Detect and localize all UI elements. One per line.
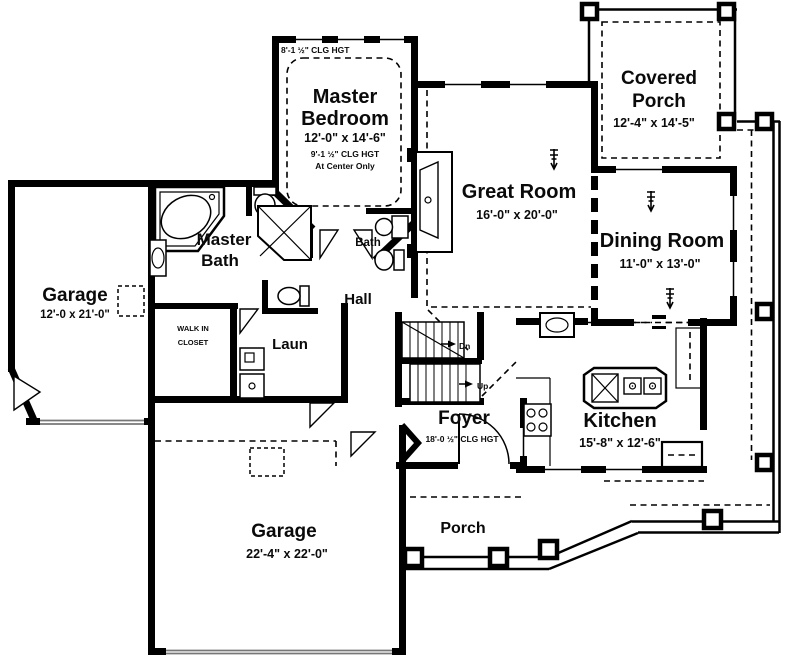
toilet (374, 249, 405, 271)
kitchen-label: Kitchen (583, 410, 656, 432)
master-bath-label: Master (197, 230, 252, 249)
master-bedroom-dims: 12'-0" x 14'-6" (304, 131, 386, 145)
range (516, 377, 552, 466)
counter (675, 327, 704, 389)
great-room-dims: 16'-0" x 20'-0" (476, 208, 558, 222)
porch-post (754, 452, 775, 473)
hall-label: Hall (344, 291, 372, 308)
toilet (277, 285, 310, 307)
walk-in-closet-label: CLOSET (178, 338, 209, 347)
attic-access (249, 447, 285, 477)
side-garage-dims: 12'-0 x 21'-0" (40, 309, 110, 321)
porch-front (401, 480, 779, 571)
master-bedroom-label: Bedroom (301, 108, 389, 130)
porch-post (579, 1, 600, 22)
master-bedroom-label: Master (313, 86, 378, 108)
master-bedroom-ceiling: 9'-1 ½" CLG HGT (311, 149, 380, 159)
porch-post (716, 111, 737, 132)
laundry-label: Laun (272, 336, 308, 353)
garage-entry-door (350, 431, 377, 458)
porch-label: Porch (440, 520, 485, 537)
kitchen-sink (539, 312, 575, 338)
ceiling-symbol (549, 148, 559, 170)
porch-post (754, 301, 775, 322)
porch-post (716, 1, 737, 22)
bedroom-ceiling-break (286, 57, 402, 207)
bedroom-double-door (352, 229, 373, 261)
walk-in-closet-label: WALK IN (177, 324, 209, 333)
front-door (458, 413, 510, 465)
doors (13, 229, 510, 465)
garage-service-door (13, 374, 42, 412)
kitchen-dims: 15'-8" x 12'-6" (579, 436, 661, 450)
fixtures (149, 148, 704, 469)
porch-post (754, 111, 775, 132)
porch-post (701, 508, 724, 531)
covered-porch-dims: 12'-4" x 14'-5" (613, 116, 695, 130)
stairs-down-label: Dn (459, 341, 470, 351)
side-garage-label: Garage (42, 285, 107, 306)
stairs-up-label: Up (477, 381, 488, 391)
sink (374, 215, 409, 239)
labels: 8'-1 ½" CLG HGT Master Bedroom 12'-0" x … (40, 45, 724, 561)
bedroom-edge-ceiling-note: 8'-1 ½" CLG HGT (281, 45, 350, 55)
porch-post (537, 538, 560, 561)
covered-porch-label: Porch (632, 91, 686, 112)
great-room-label: Great Room (462, 181, 576, 203)
main-garage-label: Garage (251, 521, 316, 542)
master-bath-label: Bath (201, 251, 239, 270)
ceiling-symbol (665, 287, 675, 309)
bedroom-double-door (319, 229, 340, 261)
washer-dryer (239, 347, 265, 399)
main-garage-dims: 22'-4" x 22'-0" (246, 547, 328, 561)
shower (257, 205, 312, 261)
porch-post (402, 546, 425, 569)
windows (40, 36, 737, 655)
kitchen-island (582, 366, 668, 410)
fireplace (407, 148, 453, 258)
attic-access (117, 285, 145, 317)
wrap-porch-right (737, 111, 781, 533)
foyer-label: Foyer (438, 408, 490, 429)
staircase (401, 321, 482, 403)
bath-label: Bath (355, 237, 381, 249)
refrigerator (660, 440, 704, 469)
walls (7, 36, 737, 655)
foyer-ceiling-note: 18'-0 ½" CLG HGT (425, 434, 499, 444)
porch-post (487, 546, 510, 569)
laundry-door (309, 402, 336, 429)
closet-door (239, 308, 260, 336)
dining-room-label: Dining Room (600, 230, 724, 252)
dining-room-dims: 11'-0" x 13'-0" (619, 257, 700, 271)
covered-porch-label: Covered (621, 68, 697, 89)
master-bedroom-ceiling-note: At Center Only (315, 161, 375, 171)
ceiling-symbol (646, 190, 656, 212)
sink (149, 239, 167, 277)
